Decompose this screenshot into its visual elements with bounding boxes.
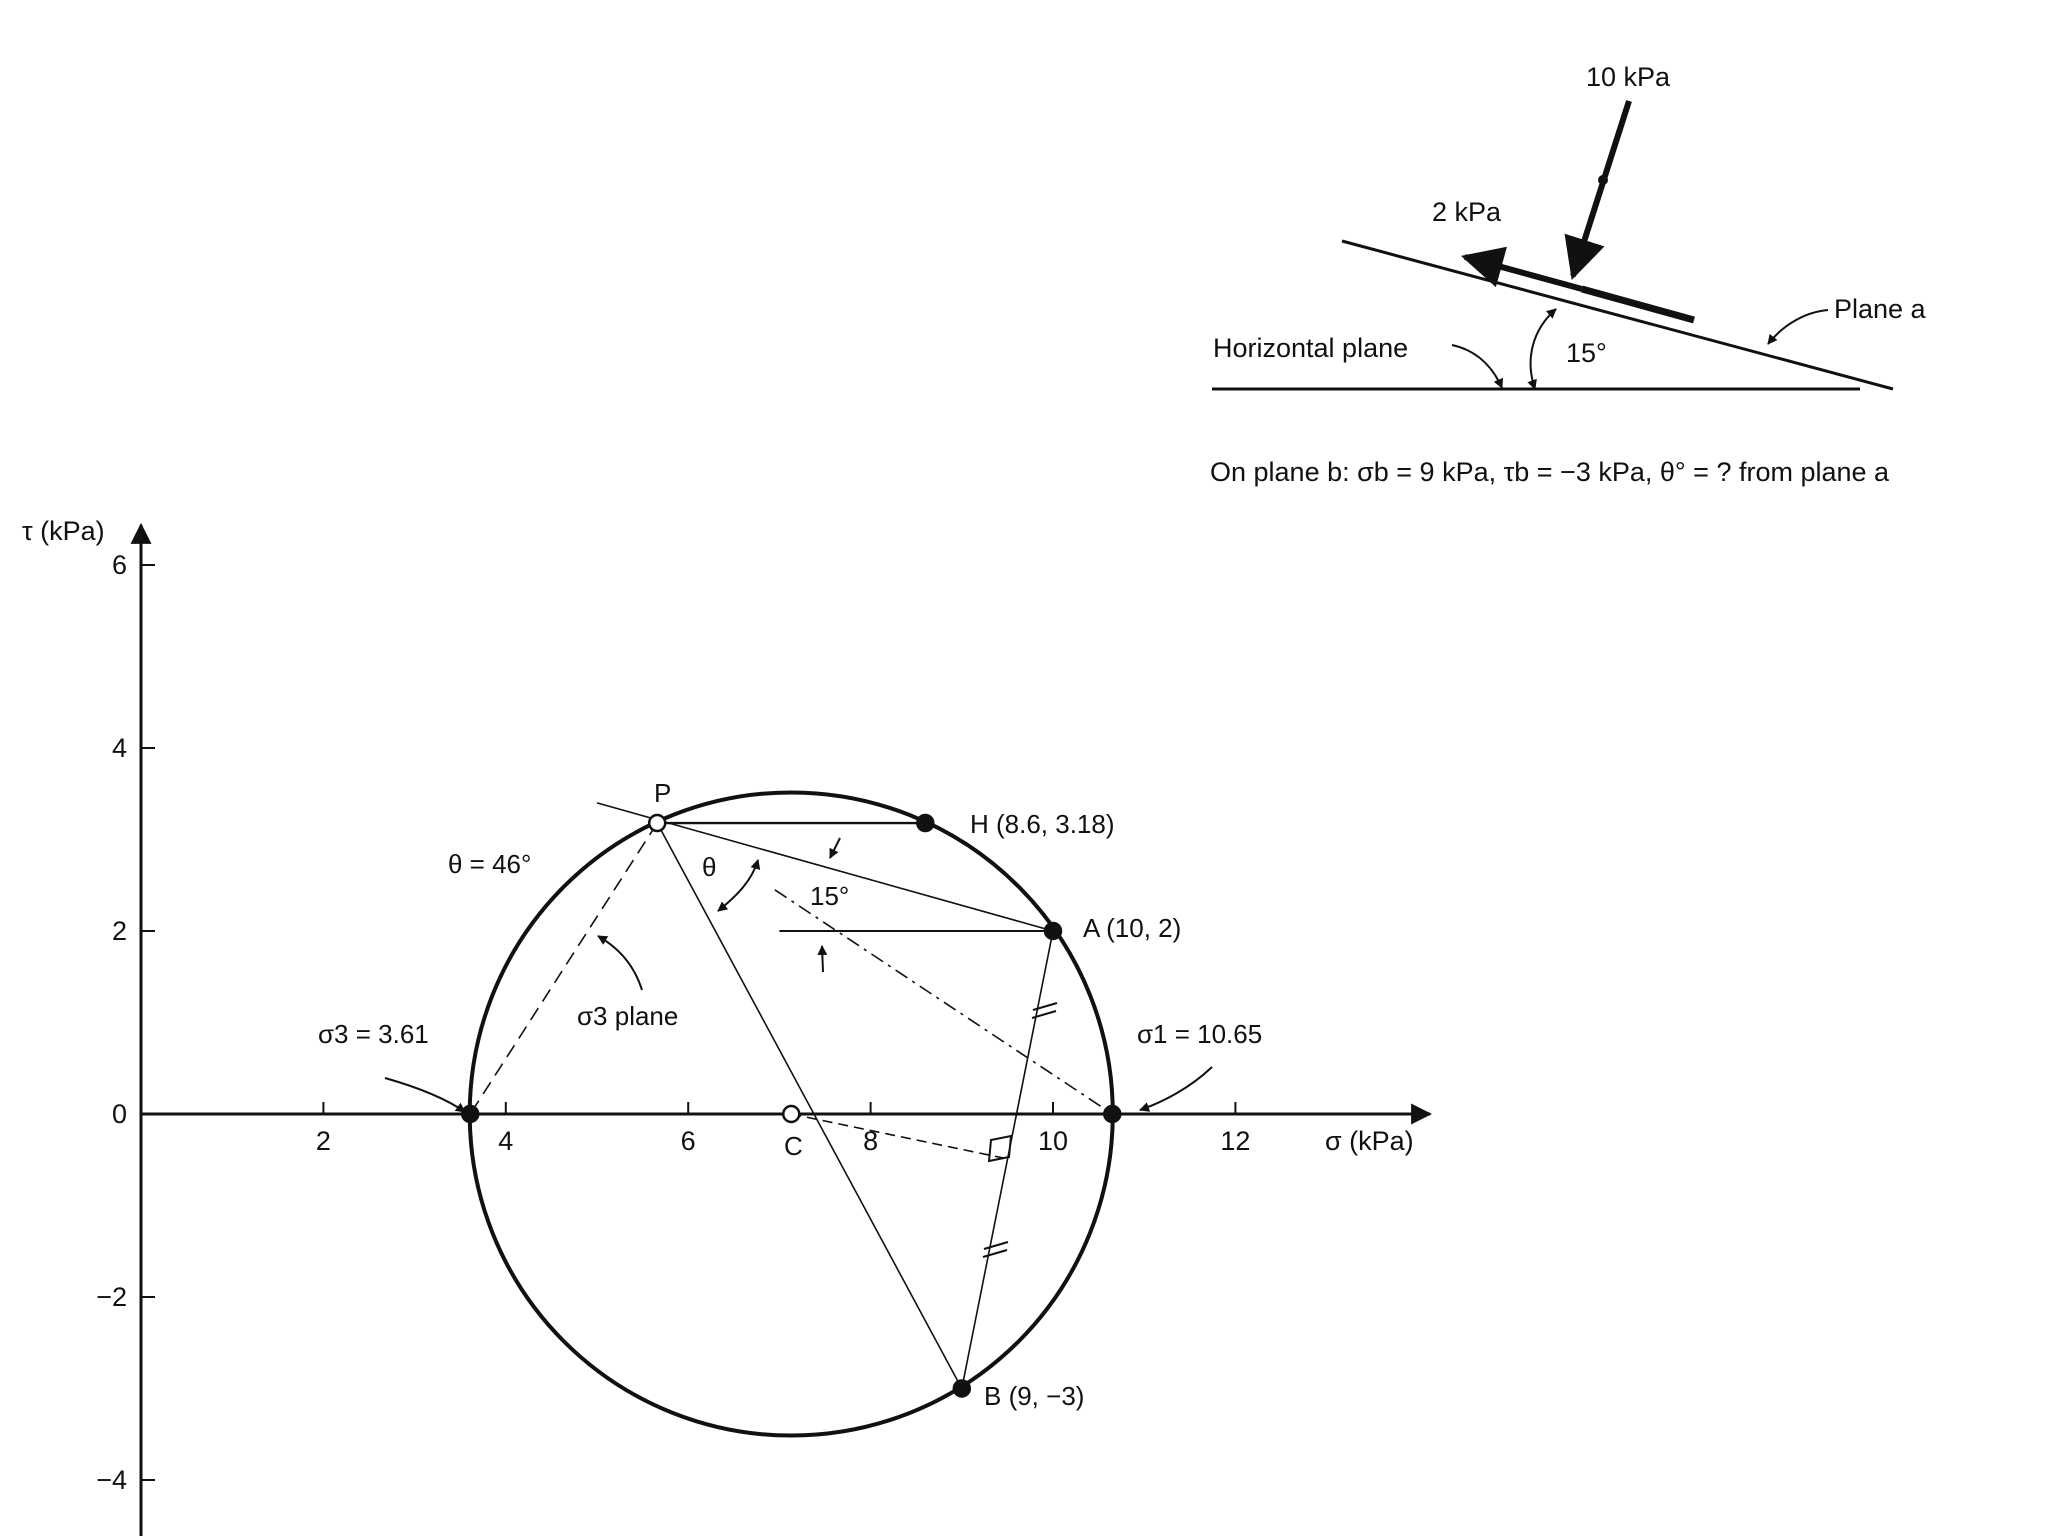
- point-sigma1: [1103, 1104, 1122, 1124]
- x-ticks: 2 4 6 8 10 12: [316, 1102, 1250, 1156]
- line-15deg-sigma1: [774, 889, 1113, 1115]
- line-A-B: [961, 930, 1054, 1389]
- point-A: [1043, 921, 1063, 941]
- x-tick-label: 6: [681, 1126, 696, 1156]
- plane-a-line: [1341, 239, 1894, 391]
- x-tick-label: 8: [863, 1126, 878, 1156]
- sigma1-leader: [1139, 1066, 1213, 1112]
- shear-force-bar: [1581, 285, 1695, 324]
- theta-arc: [717, 859, 761, 912]
- chord-ticks: [982, 1002, 1058, 1258]
- normal-force-label: 10 kPa: [1586, 62, 1671, 92]
- right-angle-marker: [987, 1134, 1013, 1163]
- y-tick-label: 0: [112, 1099, 127, 1129]
- inset-caption: On plane b: σb = 9 kPa, τb = −3 kPa, θ° …: [1210, 457, 1890, 487]
- line-P-B: [656, 822, 963, 1389]
- y-tick-label: −4: [96, 1465, 127, 1495]
- mohr-plot: τ (kPa) σ (kPa) 2 4 6 8 10 12 6 4 2 0 −2 −4 P H (8…: [22, 516, 1433, 1536]
- sigma3-leader: [384, 1077, 466, 1113]
- point-C: [782, 1104, 801, 1124]
- plane-a-label: Plane a: [1834, 294, 1927, 324]
- construction-lines: [469, 802, 1113, 1389]
- label-sigma3: σ3 = 3.61: [318, 1019, 429, 1049]
- line-C-perpendicular: [791, 1113, 1004, 1159]
- y-tick-label: 4: [112, 733, 127, 763]
- label-H: H (8.6, 3.18): [970, 809, 1115, 839]
- label-sigma1: σ1 = 10.65: [1137, 1019, 1262, 1049]
- angle15-arrow-bottom: [817, 945, 828, 973]
- x-tick-label: 12: [1220, 1126, 1250, 1156]
- x-tick-label: 4: [498, 1126, 513, 1156]
- inset-angle-arc: [1527, 308, 1557, 390]
- y-tick-label: −2: [96, 1282, 127, 1312]
- points: [460, 813, 1122, 1398]
- y-tick-label: 6: [112, 550, 127, 580]
- label-sigma3-plane: σ3 plane: [577, 1001, 678, 1031]
- label-theta-value: θ = 46°: [448, 849, 531, 879]
- inset-angle-label: 15°: [1566, 338, 1607, 368]
- line-P-sigma3: [469, 822, 658, 1115]
- y-ticks: 6 4 2 0 −2 −4: [96, 550, 155, 1495]
- label-P: P: [654, 778, 671, 808]
- shear-force-arrow: [1460, 246, 1583, 292]
- point-B: [952, 1379, 972, 1398]
- y-axis-label: τ (kPa): [22, 516, 105, 546]
- y-tick-label: 2: [112, 916, 127, 946]
- normal-force-dot: [1598, 175, 1608, 185]
- label-A: A (10, 2): [1083, 913, 1181, 943]
- x-axis-label: σ (kPa): [1325, 1126, 1414, 1156]
- angle15-arrow-top: [829, 837, 841, 859]
- point-H: [916, 813, 935, 833]
- x-tick-label: 10: [1038, 1126, 1068, 1156]
- point-sigma3: [460, 1104, 480, 1124]
- line-P-A: [596, 802, 1054, 932]
- label-C: C: [784, 1131, 803, 1161]
- label-B: B (9, −3): [984, 1381, 1084, 1411]
- normal-force-arrow: [1564, 100, 1632, 281]
- horizontal-plane-leader: [1451, 344, 1503, 389]
- plane-a-leader: [1767, 309, 1829, 345]
- x-tick-label: 2: [316, 1126, 331, 1156]
- point-P: [647, 813, 667, 833]
- shear-force-label: 2 kPa: [1432, 197, 1502, 227]
- inset-figure: 10 kPa 2 kPa Plane a Horizontal plane 15…: [1210, 62, 1927, 487]
- sigma3-plane-leader: [597, 935, 643, 991]
- label-angle15: 15°: [810, 881, 849, 911]
- horizontal-plane-label: Horizontal plane: [1213, 333, 1408, 363]
- label-theta: θ: [702, 852, 716, 882]
